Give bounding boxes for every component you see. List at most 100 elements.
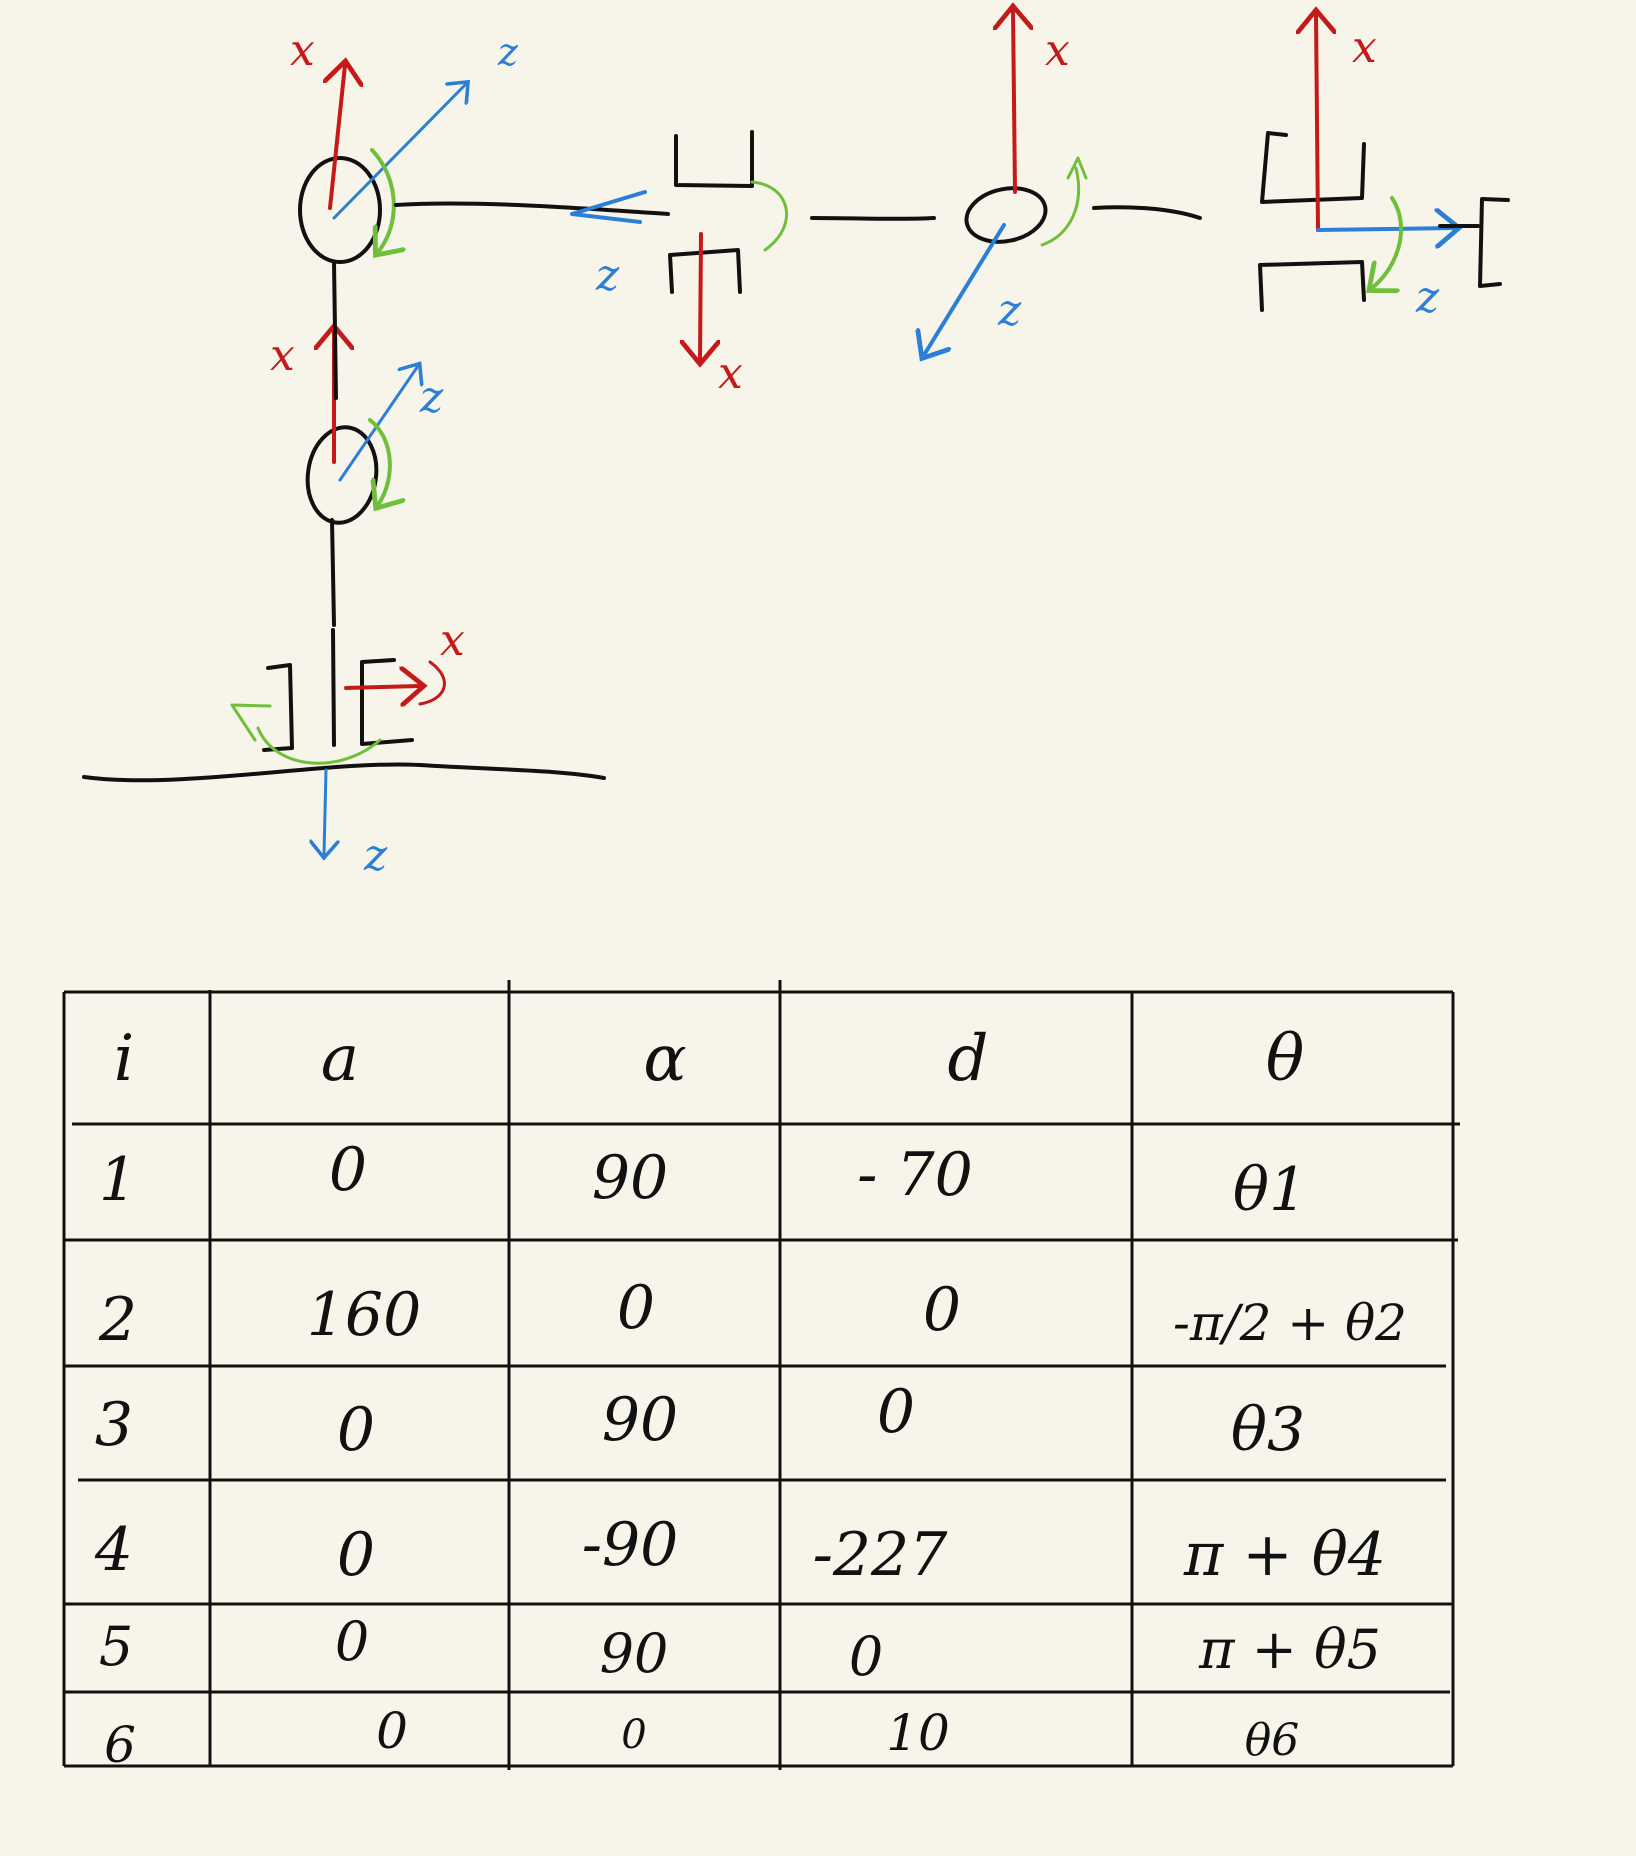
header-d: d bbox=[948, 1022, 989, 1096]
link-joint1-joint2 bbox=[332, 260, 338, 400]
end-effector-bracket bbox=[1478, 197, 1510, 288]
cell-theta: π + θ4 bbox=[1183, 1520, 1386, 1590]
cell-theta: -π/2 + θ2 bbox=[1173, 1294, 1407, 1352]
cell-theta: θ6 bbox=[1245, 1715, 1299, 1766]
robot-kinematic-sketch: x z x z x z bbox=[82, 10, 1510, 881]
cell-d: 0 bbox=[877, 1377, 915, 1447]
cell-i: 1 bbox=[99, 1145, 137, 1215]
cell-a: 0 bbox=[376, 1702, 408, 1760]
dh-parameter-table: i a α d θ 1 0 90 - 70 θ1 2 160 0 0 -π/2 … bbox=[62, 980, 1460, 1774]
base-frame: x z bbox=[82, 615, 606, 881]
link-base-joint1 bbox=[330, 518, 336, 627]
base-rotation-arc bbox=[256, 726, 382, 765]
cell-d: 0 bbox=[923, 1275, 961, 1345]
table-row: 3 0 90 0 θ3 bbox=[95, 1377, 1305, 1465]
cell-alpha: -90 bbox=[582, 1510, 679, 1580]
joint-3-z-label: z bbox=[595, 250, 620, 301]
cell-alpha: 90 bbox=[600, 1622, 669, 1685]
joint-2-z-label: z bbox=[497, 30, 519, 74]
cell-a: 0 bbox=[337, 1395, 375, 1465]
cell-d: - 70 bbox=[857, 1140, 973, 1210]
table-row: 5 0 90 0 π + θ5 bbox=[99, 1610, 1381, 1688]
joint-2-z-axis-arrow bbox=[332, 84, 466, 220]
joint-5-z-axis-arrow bbox=[1316, 228, 1455, 230]
cell-i: 2 bbox=[98, 1285, 137, 1355]
joint-2-x-label: x bbox=[290, 25, 315, 76]
joint-4-z-axis-arrow bbox=[924, 223, 1006, 355]
header-theta: θ bbox=[1266, 1022, 1305, 1096]
joint-1-z-axis-arrow bbox=[338, 366, 418, 482]
joint-5-lower-bracket bbox=[1258, 260, 1366, 312]
joint-5: x z bbox=[1258, 14, 1455, 323]
joint-5-rotation-arc bbox=[1372, 196, 1404, 288]
joint-4-z-label: z bbox=[997, 285, 1022, 336]
joint-2-x-axis-arrow bbox=[330, 65, 345, 210]
base-column bbox=[331, 628, 336, 747]
joint-2-circle bbox=[298, 156, 382, 264]
base-z-label: z bbox=[363, 830, 388, 881]
header-alpha: α bbox=[643, 1022, 686, 1096]
base-z-axis-arrow bbox=[324, 768, 326, 855]
joint-3: z x bbox=[570, 130, 789, 399]
link-joint2-joint3 bbox=[394, 201, 670, 216]
cell-a: 0 bbox=[337, 1520, 375, 1590]
table-header-row: i a α d θ bbox=[114, 1022, 1305, 1096]
joint-1-x-label: x bbox=[270, 330, 295, 381]
link-joint4-joint5 bbox=[1092, 205, 1202, 220]
cell-a: 0 bbox=[329, 1135, 367, 1205]
cell-a: 160 bbox=[307, 1280, 422, 1350]
cell-i: 6 bbox=[104, 1716, 136, 1774]
joint-3-rotation-arc bbox=[750, 180, 789, 252]
joint-4: x z bbox=[924, 10, 1088, 355]
cell-d: 0 bbox=[849, 1625, 883, 1688]
cell-d: -227 bbox=[813, 1520, 949, 1590]
cell-a: 0 bbox=[335, 1610, 369, 1673]
joint-5-x-label: x bbox=[1352, 22, 1377, 73]
table-grid bbox=[62, 980, 1460, 1770]
ground-line bbox=[82, 762, 606, 783]
joint-3-lower-bracket bbox=[668, 248, 742, 294]
joint-3-z-axis-arrow bbox=[570, 190, 647, 224]
cell-theta: θ3 bbox=[1231, 1395, 1305, 1465]
header-a: a bbox=[321, 1022, 359, 1096]
end-effector bbox=[1478, 197, 1510, 288]
joint-3-x-axis-arrow bbox=[700, 232, 701, 360]
cell-i: 4 bbox=[94, 1515, 133, 1585]
cell-alpha: 0 bbox=[617, 1273, 655, 1343]
table-row: 2 160 0 0 -π/2 + θ2 bbox=[98, 1273, 1407, 1355]
header-i: i bbox=[114, 1022, 134, 1096]
cell-alpha: 0 bbox=[621, 1712, 646, 1758]
joint-1: x z bbox=[270, 330, 444, 525]
cell-alpha: 90 bbox=[592, 1143, 668, 1213]
table-row: 6 0 0 10 θ6 bbox=[104, 1702, 1299, 1774]
cell-theta: θ1 bbox=[1233, 1155, 1307, 1225]
joint-3-x-label: x bbox=[718, 348, 743, 399]
joint-5-x-axis-arrow bbox=[1316, 14, 1318, 232]
joint-4-rotation-arrowhead bbox=[1066, 156, 1088, 180]
base-x-axis-arrow bbox=[344, 686, 420, 688]
joint-2: x z bbox=[290, 25, 519, 264]
joint-3-upper-bracket bbox=[674, 130, 754, 188]
joint-1-rotation-arc bbox=[368, 418, 390, 505]
link-joint3-joint4 bbox=[810, 216, 936, 221]
joint-4-x-axis-arrow bbox=[1013, 10, 1015, 194]
cell-d: 10 bbox=[886, 1704, 950, 1762]
joint-4-circle bbox=[964, 186, 1048, 244]
joint-1-z-label: z bbox=[419, 372, 444, 423]
joint-4-x-label: x bbox=[1045, 25, 1070, 76]
base-right-bracket bbox=[360, 658, 414, 746]
joint-5-upper-bracket bbox=[1260, 131, 1366, 204]
joint-4-rotation-arc bbox=[1040, 166, 1081, 247]
base-left-bracket bbox=[262, 663, 294, 752]
base-x-axis-hook bbox=[418, 660, 446, 706]
base-x-label: x bbox=[440, 615, 465, 666]
cell-theta: π + θ5 bbox=[1198, 1618, 1381, 1681]
base-rotation-arrowhead bbox=[230, 703, 272, 742]
cell-alpha: 90 bbox=[602, 1385, 678, 1455]
table-row: 4 0 -90 -227 π + θ4 bbox=[94, 1510, 1386, 1590]
table-row: 1 0 90 - 70 θ1 bbox=[99, 1135, 1307, 1225]
joint-5-z-label: z bbox=[1415, 272, 1440, 323]
cell-i: 5 bbox=[99, 1615, 133, 1678]
joint-2-rotation-arc bbox=[370, 148, 394, 252]
